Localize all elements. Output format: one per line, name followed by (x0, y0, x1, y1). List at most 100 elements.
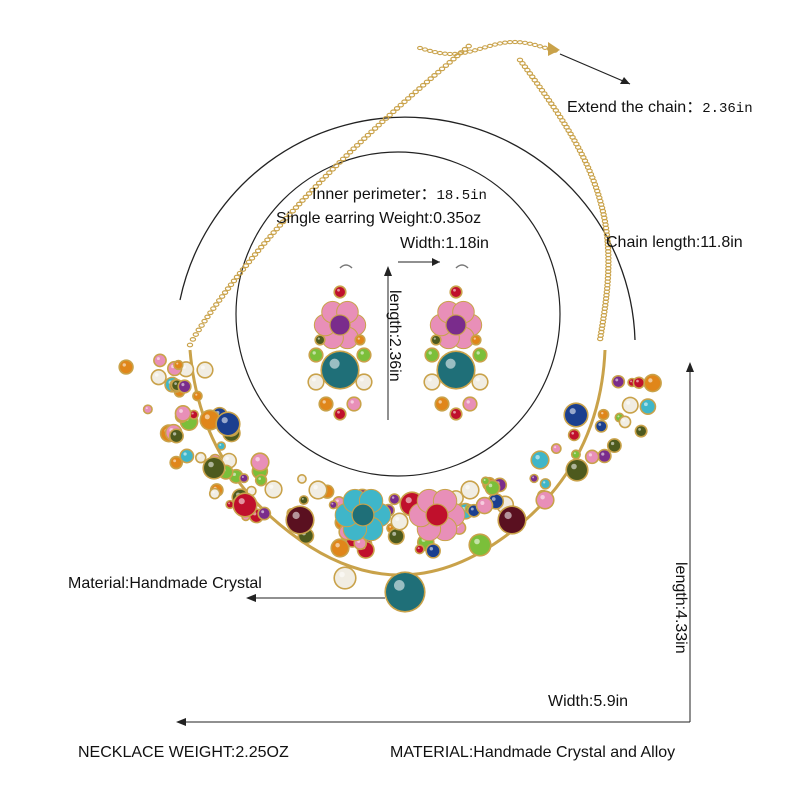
necklace-chain (186, 43, 612, 348)
crystal-gem (169, 455, 184, 470)
crystal-gem (232, 492, 258, 518)
crystal-gem (199, 409, 221, 431)
crystal-gem (202, 456, 226, 480)
crystal-gem (333, 407, 347, 421)
extend-chain-label: Extend the chain：2.36in (567, 99, 753, 117)
crystal-gem (308, 480, 328, 500)
crystal-gem (530, 450, 550, 470)
crystal-gem (567, 428, 581, 442)
earring-weight-label: Single earring Weight:0.35oz (276, 210, 482, 227)
crystal-gem (173, 359, 184, 371)
extension-chain (417, 39, 560, 57)
necklace-length-label: length:4.33in (672, 562, 689, 654)
crystal-gem (320, 350, 360, 390)
crystal-gem (597, 408, 610, 421)
necklace-bib (118, 349, 662, 613)
crystal-gem (436, 350, 476, 390)
necklace-width-arrowhead (176, 718, 186, 726)
crystal-flower (313, 300, 367, 350)
crystal-gem (434, 396, 450, 412)
crystal-gem (539, 478, 552, 490)
crystal-gem (460, 480, 480, 500)
crystal-gem (196, 361, 214, 379)
inner-perimeter-circle (235, 151, 561, 477)
necklace-width-label: Width:5.9in (548, 693, 629, 710)
earring-width-label: Width:1.18in (400, 235, 489, 252)
crystal-gem (208, 487, 221, 500)
crystal-gem (177, 379, 192, 394)
crystal-gem (346, 396, 362, 412)
crystal-gem (430, 334, 442, 346)
crystal-gem (194, 451, 207, 464)
crystal-gem (643, 373, 662, 393)
crystal-gem (565, 458, 589, 482)
crystal-gem (550, 443, 562, 454)
crystal-gem (153, 353, 167, 368)
crystal-gem (298, 495, 309, 506)
crystal-gem (118, 359, 134, 375)
crystal-gem (497, 505, 527, 535)
crystal-gem (449, 285, 463, 299)
crystal-gem (192, 390, 203, 402)
crystal-gem (462, 396, 478, 412)
crystal-gem (142, 404, 153, 415)
necklace-weight-label: NECKLACE WEIGHT:2.25OZ (78, 744, 289, 761)
crystal-gem (179, 448, 195, 464)
earring-left (307, 264, 373, 421)
crystal-flower (334, 488, 392, 542)
crystal-gem (584, 449, 600, 465)
crystal-gem (216, 441, 227, 451)
crystal-gem (472, 347, 488, 363)
crystal-gem (307, 373, 325, 391)
crystal-gem (333, 566, 357, 590)
crystal-gem (634, 424, 648, 438)
crystal-gem (356, 347, 372, 363)
crystal-gem (387, 527, 405, 545)
crystal-gem (285, 505, 315, 535)
crystal-gem (297, 474, 307, 484)
crystal-gem (314, 334, 326, 346)
crystal-gem (470, 334, 482, 346)
crystal-gem (597, 448, 612, 464)
chain-clasp (548, 42, 560, 56)
crystal-gem (355, 373, 373, 391)
crystal-flower (429, 300, 483, 350)
crystal-gem (639, 398, 657, 415)
crystal-gem (563, 402, 589, 428)
crystal-gem (423, 373, 441, 391)
chain-length-arc (179, 116, 636, 341)
crystal-gem (168, 428, 184, 444)
crystal-gem (529, 473, 539, 484)
crystal-gem (215, 411, 241, 437)
crystal-gem (632, 376, 646, 389)
crystal-gem (621, 396, 639, 414)
crystal-gem (468, 533, 492, 557)
crystal-gem (384, 571, 426, 613)
crystal-gem (471, 373, 489, 391)
crystal-gem (250, 452, 270, 472)
chain-length-label: Chain length:11.8in (606, 234, 743, 251)
crystal-flower (408, 488, 466, 542)
ear-hook (455, 264, 469, 269)
crystal-gem (606, 438, 622, 454)
crystal-gem (535, 490, 555, 510)
material-crystal-label: Material:Handmade Crystal (68, 575, 262, 592)
earring-width-arrowhead (432, 258, 440, 266)
crystal-gem (594, 419, 608, 433)
material-full-label: MATERIAL:Handmade Crystal and Alloy (390, 744, 676, 761)
crystal-gem (174, 404, 192, 422)
crystal-gem (328, 500, 338, 510)
material-pointer-arrowhead (246, 594, 256, 602)
crystal-gem (475, 496, 494, 515)
earring-length-label: length:2.36in (386, 290, 403, 382)
earring-length-arrowhead (384, 266, 392, 276)
crystal-gem (318, 396, 334, 412)
crystal-gem (150, 369, 167, 386)
extend-chain-arrowhead (620, 77, 630, 84)
crystal-gem (388, 493, 401, 506)
crystal-gem (308, 347, 324, 363)
crystal-gem (611, 374, 626, 389)
earring-right (423, 264, 489, 421)
ear-hook (339, 264, 353, 269)
crystal-gem (570, 449, 581, 460)
